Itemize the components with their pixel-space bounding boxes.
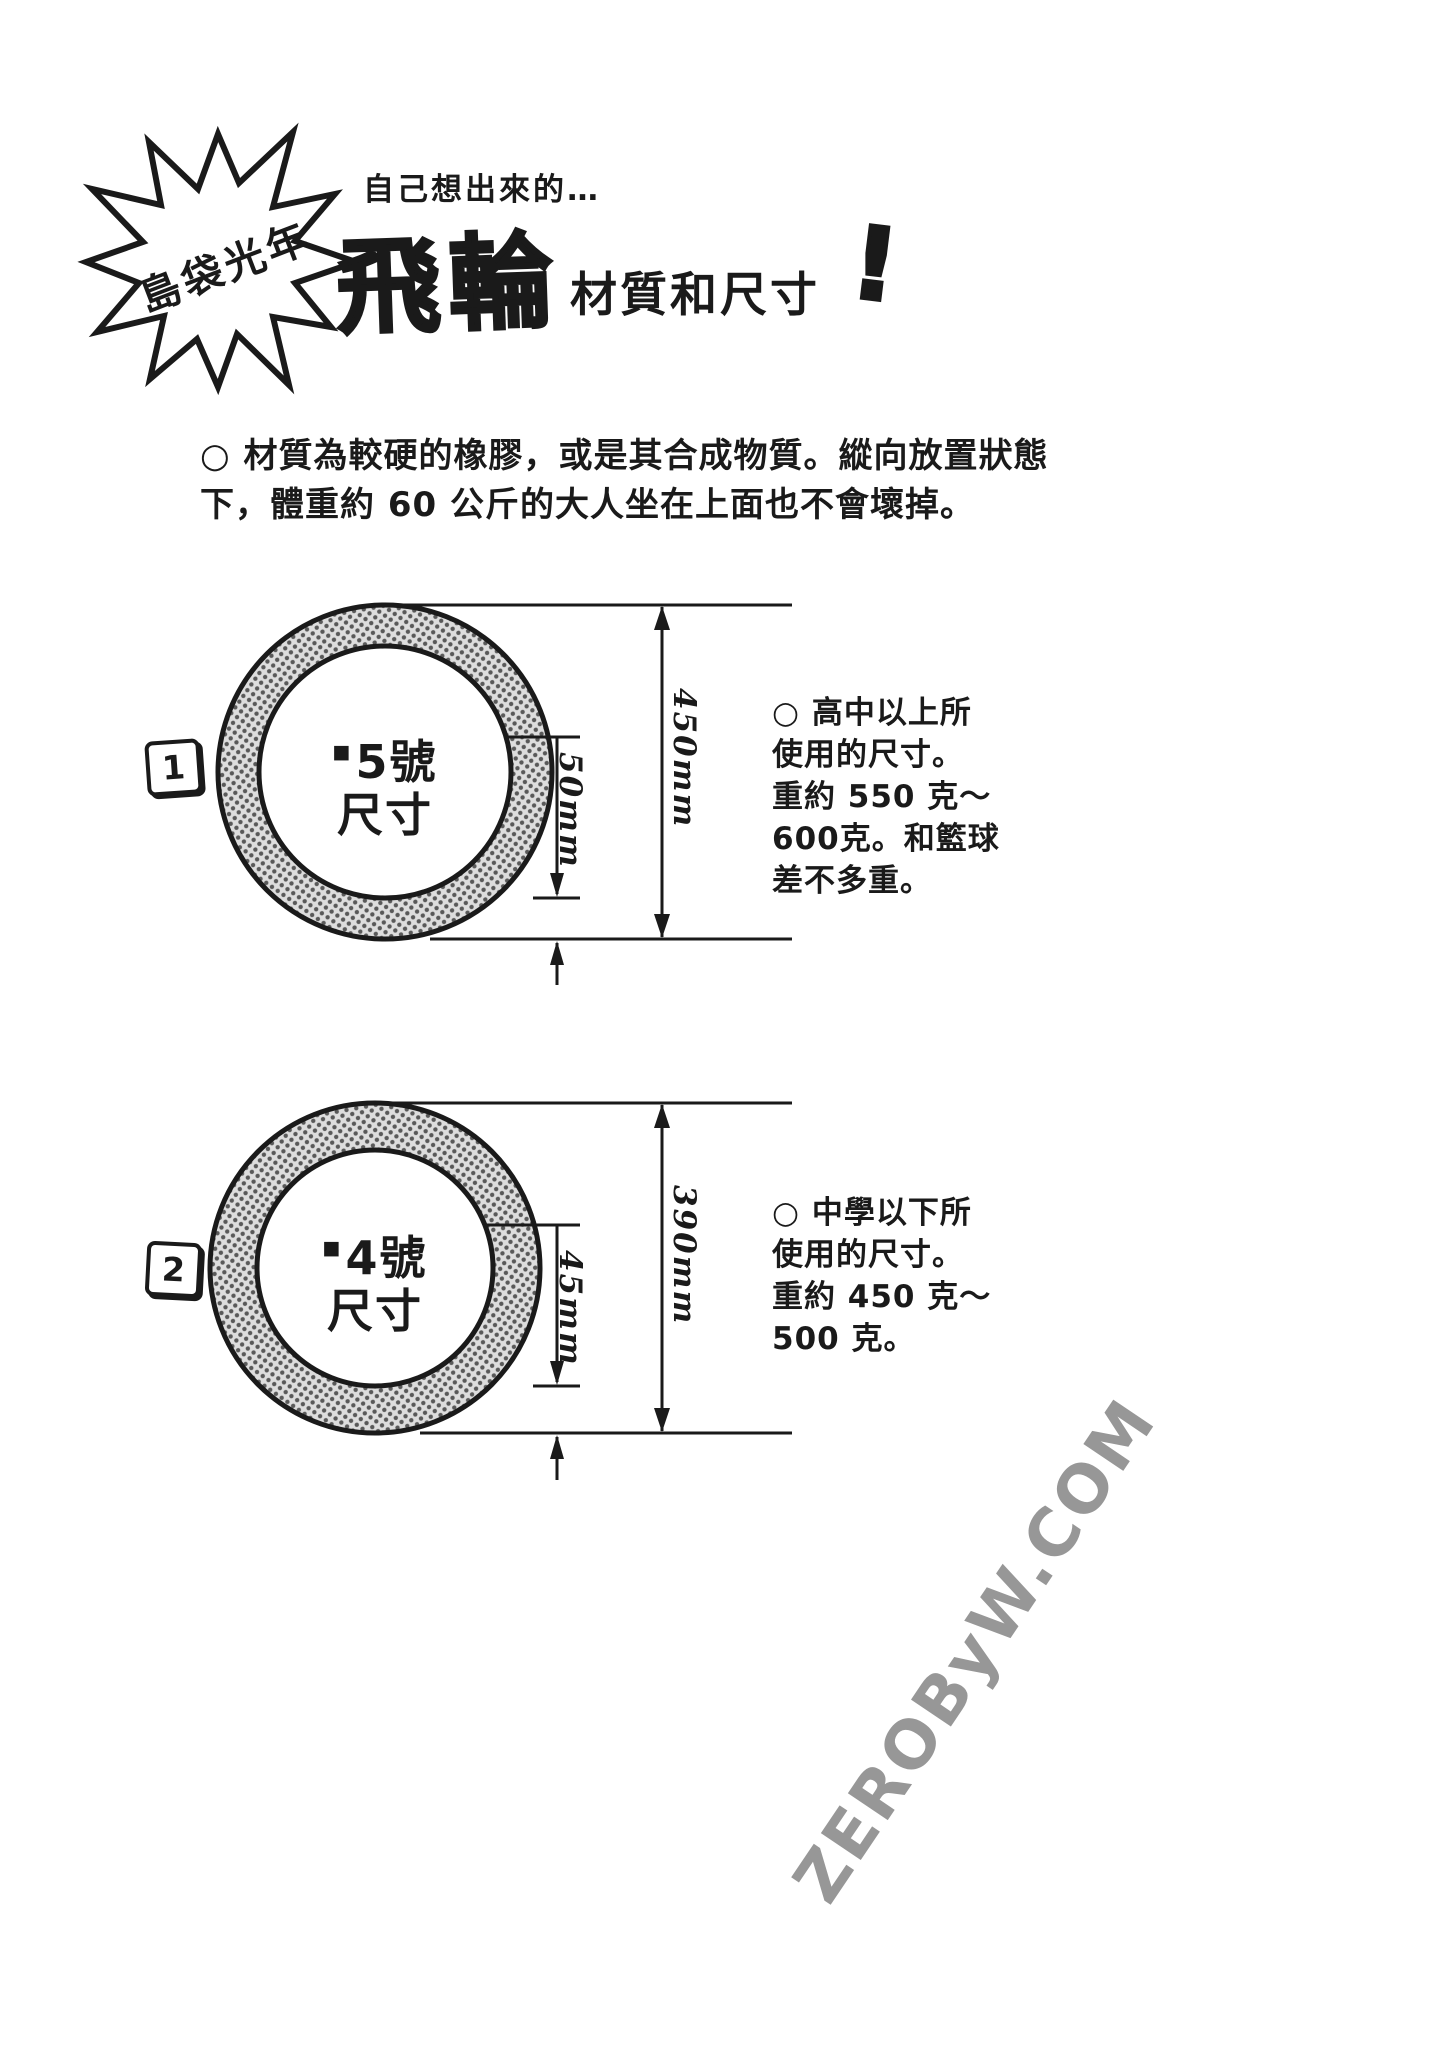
ring-diagram-2 [207,1100,792,1480]
intro-line-2: 下，體重約 60 公斤的大人坐在上面也不會壞掉。 [200,485,975,525]
ring-size-label-2: ■4號 尺寸 [275,1222,475,1338]
page-title: 飛輪 [333,219,564,352]
diagram-number-badge-1: 1 [144,738,203,797]
diameter-dimension-label-1: 450mm [666,688,702,829]
ring-size-label-1: ■5號 尺寸 [285,726,485,842]
ring2-size-line: ■4號 [275,1222,475,1285]
diagram-number-badge-2: 2 [144,1240,203,1299]
ring2-size-number: 4號 [345,1231,428,1285]
note2-line-3: 重約 450 克～ [772,1279,992,1315]
ring2-size-caption: 尺寸 [327,1284,423,1338]
intro-line-1: ○ 材質為較硬的橡膠，或是其合成物質。縱向放置狀態 [200,436,1049,476]
ring1-size-caption: 尺寸 [337,788,433,842]
ring1-size-number: 5號 [355,735,438,789]
note2-line-1: ○ 中學以下所 [772,1195,972,1231]
note1-line-4: 600克。和籃球 [772,821,1000,857]
thickness-dimension-label-2: 45mm [552,1250,588,1367]
note1-line-3: 重約 550 克～ [772,779,992,815]
kicker-text: 自己想出來的… [363,172,601,208]
bullet-square-icon: ■ [322,1237,343,1259]
ring-diagram-1 [215,602,792,985]
ring1-size-line: ■5號 [285,726,485,789]
title-subtitle: 材質和尺寸 [570,268,820,323]
note2-line-2: 使用的尺寸。 [772,1237,964,1273]
ring1-inner-circle [256,643,514,901]
diameter-dimension-label-2: 390mm [666,1185,702,1326]
size-note-1: ○ 高中以上所 使用的尺寸。 重約 550 克～ 600克。和籃球 差不多重。 [772,692,1000,902]
bullet-square-icon: ■ [332,741,353,763]
thickness-dimension-label-1: 50mm [552,752,588,869]
size-note-2: ○ 中學以下所 使用的尺寸。 重約 450 克～ 500 克。 [772,1192,991,1360]
burst-shape [77,122,366,396]
intro-paragraph: ○ 材質為較硬的橡膠，或是其合成物質。縱向放置狀態 下，體重約 60 公斤的大人… [200,432,1049,530]
ring2-inner-circle [254,1147,496,1389]
note2-line-4: 500 克。 [772,1321,916,1357]
note1-line-5: 差不多重。 [772,863,932,899]
note1-line-1: ○ 高中以上所 [772,695,972,731]
note1-line-2: 使用的尺寸。 [772,737,964,773]
